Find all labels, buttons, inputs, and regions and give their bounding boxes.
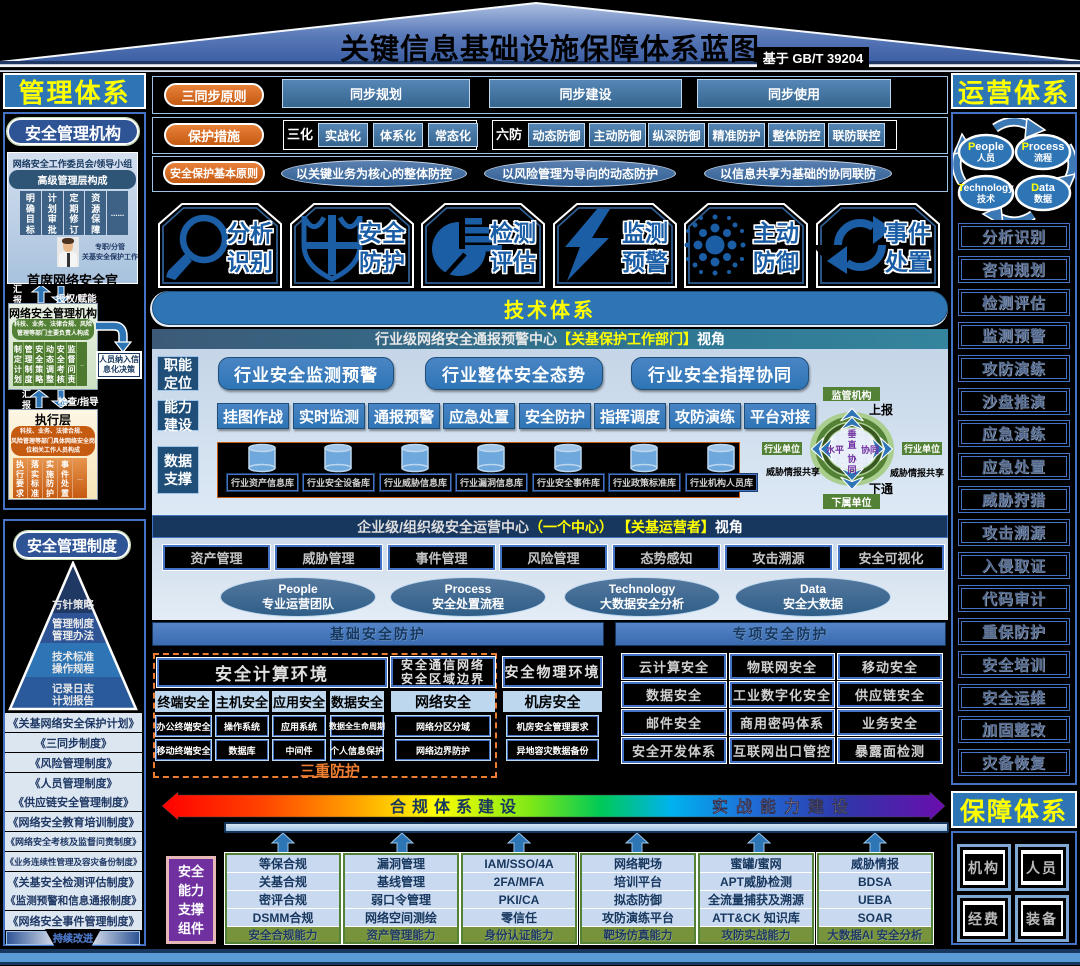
svg-text:记录日志: 记录日志: [52, 682, 94, 695]
svg-text:People: People: [968, 141, 1004, 153]
svg-text:管理制度: 管理制度: [52, 617, 94, 630]
svg-text:协同: 协同: [861, 444, 879, 455]
svg-text:Process: Process: [1022, 141, 1065, 153]
svg-text:水平: 水平: [826, 444, 844, 455]
svg-text:方针策略: 方针策略: [52, 598, 94, 611]
svg-text:Data: Data: [1031, 182, 1056, 194]
svg-text:Technology: Technology: [958, 183, 1014, 194]
svg-text:流程: 流程: [1034, 152, 1052, 163]
svg-text:合规体系建设: 合规体系建设: [390, 797, 522, 816]
svg-text:技术标准: 技术标准: [52, 650, 94, 663]
svg-text:上报: 上报: [869, 402, 893, 417]
svg-text:垂: 垂: [848, 428, 857, 439]
svg-text:计划报告: 计划报告: [52, 694, 94, 707]
svg-text:实战能力建设: 实战能力建设: [712, 797, 856, 816]
svg-text:直: 直: [848, 439, 857, 450]
svg-text:技术: 技术: [977, 193, 995, 204]
svg-text:协: 协: [848, 453, 857, 464]
svg-text:下通: 下通: [869, 481, 893, 496]
svg-text:数据: 数据: [1034, 193, 1052, 204]
svg-text:操作规程: 操作规程: [52, 662, 94, 675]
svg-text:人员: 人员: [976, 152, 995, 163]
svg-text:管理办法: 管理办法: [52, 629, 94, 642]
svg-text:持续改进: 持续改进: [53, 932, 93, 945]
svg-text:同: 同: [848, 465, 857, 475]
